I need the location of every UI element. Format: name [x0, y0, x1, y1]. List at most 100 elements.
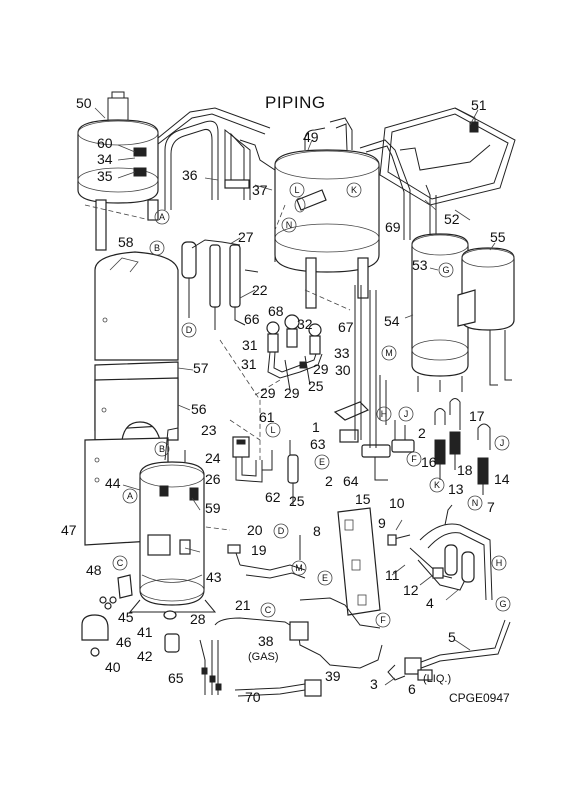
part-number-label: 48	[86, 562, 102, 578]
receiver-tank-54	[411, 184, 469, 392]
frame-assembly-6	[337, 507, 381, 616]
part-number-label: 67	[338, 319, 354, 335]
part-number-label: 45	[118, 609, 134, 625]
sound-jacket-56	[94, 377, 179, 441]
connector-label-d: D	[186, 325, 193, 335]
connector-label-c: C	[117, 558, 124, 568]
part-number-label: 61	[259, 409, 275, 425]
valve-group-25	[232, 436, 299, 505]
part-number-label: 21	[235, 597, 251, 613]
part-number-label: 19	[251, 542, 267, 558]
valve-group-27-22	[181, 239, 259, 330]
part-number-label: 17	[469, 408, 485, 424]
part-number-label: 24	[205, 450, 221, 466]
part-number-label: 42	[137, 648, 153, 664]
part-number-label: 53	[412, 257, 428, 273]
pipework-right	[387, 504, 493, 601]
connector-label-m: M	[385, 348, 393, 358]
connector-label-f2: F	[380, 615, 386, 625]
suction-pipes-top	[157, 107, 291, 210]
part-number-label: 6	[408, 681, 416, 697]
part-number-label: 1	[312, 419, 320, 435]
part-number-label: 22	[252, 282, 268, 298]
part-number-label: 31	[241, 356, 257, 372]
part-number-label: 37	[252, 182, 268, 198]
coil-assembly-15	[434, 398, 461, 480]
liquid-label: (LIQ.)	[423, 673, 451, 685]
part-number-label: 2	[418, 425, 426, 441]
part-number-label: 54	[384, 313, 400, 329]
part-number-label: 52	[444, 211, 460, 227]
dashed-leaders	[84, 204, 351, 531]
part-number-label: 25	[308, 378, 324, 394]
connector-label-f: F	[411, 454, 417, 464]
part-number-label: 56	[191, 401, 207, 417]
part-number-label: 20	[247, 522, 263, 538]
connector-label-b2: B	[159, 444, 165, 454]
compressor	[128, 427, 217, 620]
part-number-label: 29	[313, 361, 329, 377]
valve-assembly-center	[266, 314, 323, 391]
pipe-frame-51	[359, 107, 516, 240]
part-number-label: 7	[487, 499, 495, 515]
part-number-label: 70	[245, 689, 261, 705]
drawing-code: CPGE0947	[449, 691, 510, 705]
part-number-label: 46	[116, 634, 132, 650]
accumulator-tank-50	[77, 91, 159, 251]
part-number-label: 57	[193, 360, 209, 376]
connector-label-e2: E	[322, 573, 328, 583]
part-number-label: 32	[297, 316, 313, 332]
part-number-label: 36	[182, 167, 198, 183]
connector-label-g: G	[442, 265, 449, 275]
part-number-label: 28	[190, 611, 206, 627]
diagram-title: PIPING	[265, 93, 326, 112]
part-number-label: 14	[494, 471, 510, 487]
liquid-line-assembly	[387, 619, 511, 681]
part-number-label: 9	[378, 515, 386, 531]
part-number-label: 51	[471, 97, 487, 113]
small-parts	[81, 574, 222, 695]
part-number-label: 60	[97, 135, 113, 151]
part-number-label: 25	[289, 493, 305, 509]
part-number-label: 8	[313, 523, 321, 539]
connector-label-g2: G	[499, 599, 506, 609]
connector-label-n2: N	[472, 498, 479, 508]
part-number-label: 41	[137, 624, 153, 640]
part-number-label: 49	[303, 129, 319, 145]
part-number-label: 18	[457, 462, 473, 478]
connector-label-m2: M	[295, 563, 303, 573]
part-number-label: 68	[268, 303, 284, 319]
part-number-label: 44	[105, 475, 121, 491]
part-number-label: 50	[76, 95, 92, 111]
connector-label-j2: J	[500, 438, 505, 448]
part-number-label: 10	[389, 495, 405, 511]
connector-label-h: H	[381, 409, 388, 419]
part-number-label: 4	[426, 595, 434, 611]
connector-label-n: N	[286, 220, 293, 230]
connector-label-e: E	[319, 457, 325, 467]
part-number-label: 3	[370, 676, 378, 692]
part-number-label: 2	[325, 473, 333, 489]
connector-label-l: L	[294, 185, 299, 195]
connector-label-j: J	[404, 409, 409, 419]
part-number-label: 65	[168, 670, 184, 686]
connector-label-c2: C	[265, 605, 272, 615]
part-number-label: 27	[238, 229, 254, 245]
part-number-label: 59	[205, 500, 221, 516]
connector-label-a2: A	[127, 491, 133, 501]
part-number-label: 69	[385, 219, 401, 235]
gas-label: (GAS)	[248, 651, 279, 663]
gas-line-assembly	[214, 597, 383, 697]
pipes-19-8-20	[227, 535, 306, 579]
part-number-label: 58	[118, 234, 134, 250]
part-number-label: 55	[490, 229, 506, 245]
part-number-labels: 50 60 34 35 36 37 49 51 52 53 55 69 27 2…	[61, 95, 510, 705]
connector-label-l2: L	[270, 425, 275, 435]
part-number-label: 11	[385, 567, 400, 583]
part-number-label: 47	[61, 522, 77, 538]
connector-label-h2: H	[496, 558, 503, 568]
part-number-label: 13	[448, 481, 464, 497]
part-number-label: 15	[355, 491, 371, 507]
connector-letters: A B D L K N G M L H J E F J K N B A C D …	[112, 182, 511, 628]
part-number-label: 66	[244, 311, 260, 327]
